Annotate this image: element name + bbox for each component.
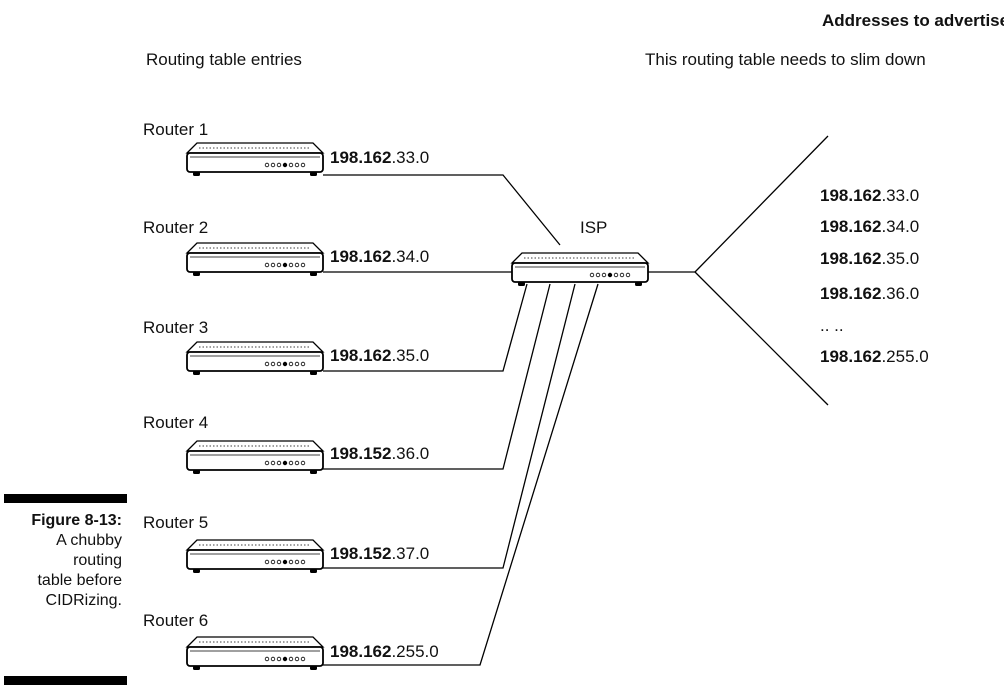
advertised-address: 198.162.34.0 (820, 217, 920, 236)
isp-router-device (510, 252, 650, 286)
router-1-device (185, 142, 325, 176)
router-label: Router 6 (143, 611, 209, 630)
router-address: 198.152.36.0 (330, 444, 430, 463)
router-address: 198.162.33.0 (330, 148, 430, 167)
caption-line: routing (73, 552, 122, 569)
caption-line: table before (37, 572, 122, 589)
caption-top-bar (4, 494, 127, 503)
router-label: Router 2 (143, 218, 209, 237)
router-label: Router 4 (143, 413, 209, 432)
slim-down-heading: This routing table needs to slim down (645, 50, 926, 69)
advertised-address: 198.162.255.0 (820, 347, 929, 366)
figure-number: Figure 8-13: (31, 512, 122, 529)
advertised-ellipsis: .. .. (820, 316, 844, 335)
advertised-address: 198.162.33.0 (820, 186, 920, 205)
router-address: 198.162.255.0 (330, 642, 439, 661)
router-address: 198.152.37.0 (330, 544, 430, 563)
router-4-device (185, 440, 325, 474)
router-address: 198.162.34.0 (330, 247, 430, 266)
router-2-device (185, 242, 325, 276)
addresses-heading: Addresses to advertise (822, 11, 1004, 30)
routing-table-heading: Routing table entries (146, 50, 302, 69)
router-label: Router 1 (143, 120, 209, 139)
router-label: Router 3 (143, 318, 209, 337)
router-3-device (185, 341, 325, 375)
caption-bottom-bar (4, 676, 127, 685)
router-6-device (185, 636, 325, 670)
isp-label: ISP (580, 218, 608, 237)
advertised-address: 198.162.36.0 (820, 284, 920, 303)
router-5-device (185, 539, 325, 573)
caption-line: A chubby (56, 532, 122, 549)
advertised-address: 198.162.35.0 (820, 249, 920, 268)
router-address: 198.162.35.0 (330, 346, 430, 365)
router-label: Router 5 (143, 513, 209, 532)
figure-caption: Figure 8-13: A chubby routing table befo… (0, 511, 122, 611)
caption-line: CIDRizing. (45, 592, 122, 609)
